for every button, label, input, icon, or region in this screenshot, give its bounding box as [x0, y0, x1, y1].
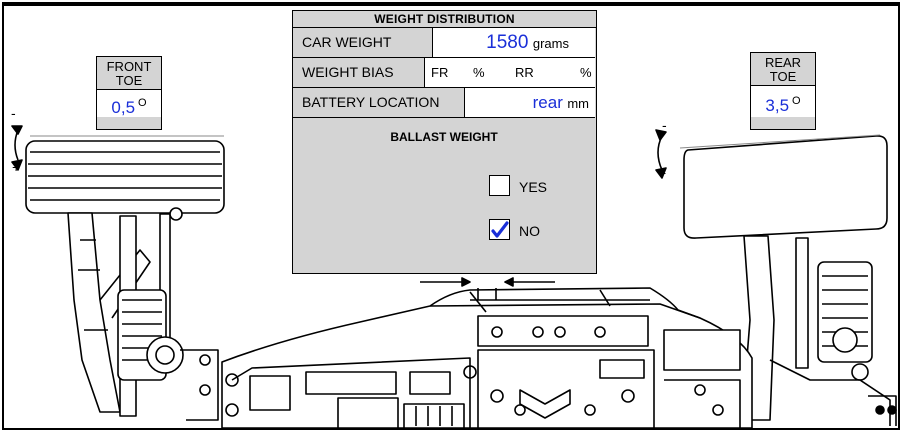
battery-location-unit: mm	[567, 96, 589, 111]
rear-toe-arrow	[655, 129, 667, 179]
car-weight-value: 1580	[486, 32, 529, 53]
front-toe-label-line2: TOE	[115, 73, 143, 88]
car-weight-unit: grams	[532, 36, 569, 51]
front-toe-degree-unit: O	[138, 97, 147, 109]
front-plus-sign: +	[12, 159, 20, 175]
ballast-no-label: NO	[519, 223, 540, 239]
weight-bias-rr-label: RR	[515, 65, 534, 80]
weight-shift-arrows	[420, 277, 555, 300]
front-tire	[25, 140, 225, 214]
car-weight-label: CAR WEIGHT	[293, 28, 433, 57]
sheet-frame	[2, 2, 900, 430]
car-weight-row: CAR WEIGHT 1580 grams	[293, 28, 595, 58]
rear-toe-value: 3,5	[765, 96, 790, 115]
weight-bias-rr-field[interactable]	[541, 61, 575, 83]
battery-location-row: BATTERY LOCATION rear mm	[293, 88, 595, 118]
front-suspension	[67, 207, 219, 421]
front-toe-value: 0,5	[111, 98, 136, 117]
rear-suspension	[741, 235, 897, 426]
battery-location-value: rear	[532, 93, 563, 112]
battery-location-label: BATTERY LOCATION	[293, 88, 465, 117]
weight-distribution-title: WEIGHT DISTRIBUTION	[293, 11, 596, 28]
weight-distribution-panel: WEIGHT DISTRIBUTION CAR WEIGHT 1580 gram…	[292, 10, 597, 274]
front-toe-label-line1: FRONT	[106, 59, 152, 74]
rear-toe-degree-unit: O	[792, 95, 801, 107]
front-minus-sign: -	[11, 105, 16, 121]
checkmark-icon	[491, 221, 509, 238]
body-shell	[221, 287, 753, 429]
rear-toe-label-line1: REAR	[764, 55, 802, 70]
front-toe-arrow	[11, 125, 23, 171]
weight-bias-label: WEIGHT BIAS	[293, 58, 425, 87]
rear-tire	[683, 135, 888, 239]
rear-minus-sign: -	[662, 117, 667, 133]
weight-bias-fr-field[interactable]	[451, 61, 469, 83]
car-weight-field[interactable]: 1580 grams	[433, 28, 595, 57]
weight-bias-row: WEIGHT BIAS FR % RR %	[293, 58, 595, 88]
ballast-no-checkbox[interactable]	[489, 219, 510, 240]
weight-bias-rr-percent: %	[580, 65, 592, 80]
weight-bias-fr-label: FR	[431, 65, 449, 80]
weight-bias-fr-percent: %	[473, 65, 485, 80]
ballast-yes-checkbox[interactable]	[489, 175, 510, 196]
rear-toe-label-line2: TOE	[769, 69, 797, 84]
ballast-weight-title: BALLAST WEIGHT	[390, 130, 498, 144]
rear-plus-sign: +	[658, 165, 666, 181]
ballast-yes-label: YES	[519, 179, 548, 195]
battery-location-field[interactable]: rear mm	[465, 88, 595, 117]
